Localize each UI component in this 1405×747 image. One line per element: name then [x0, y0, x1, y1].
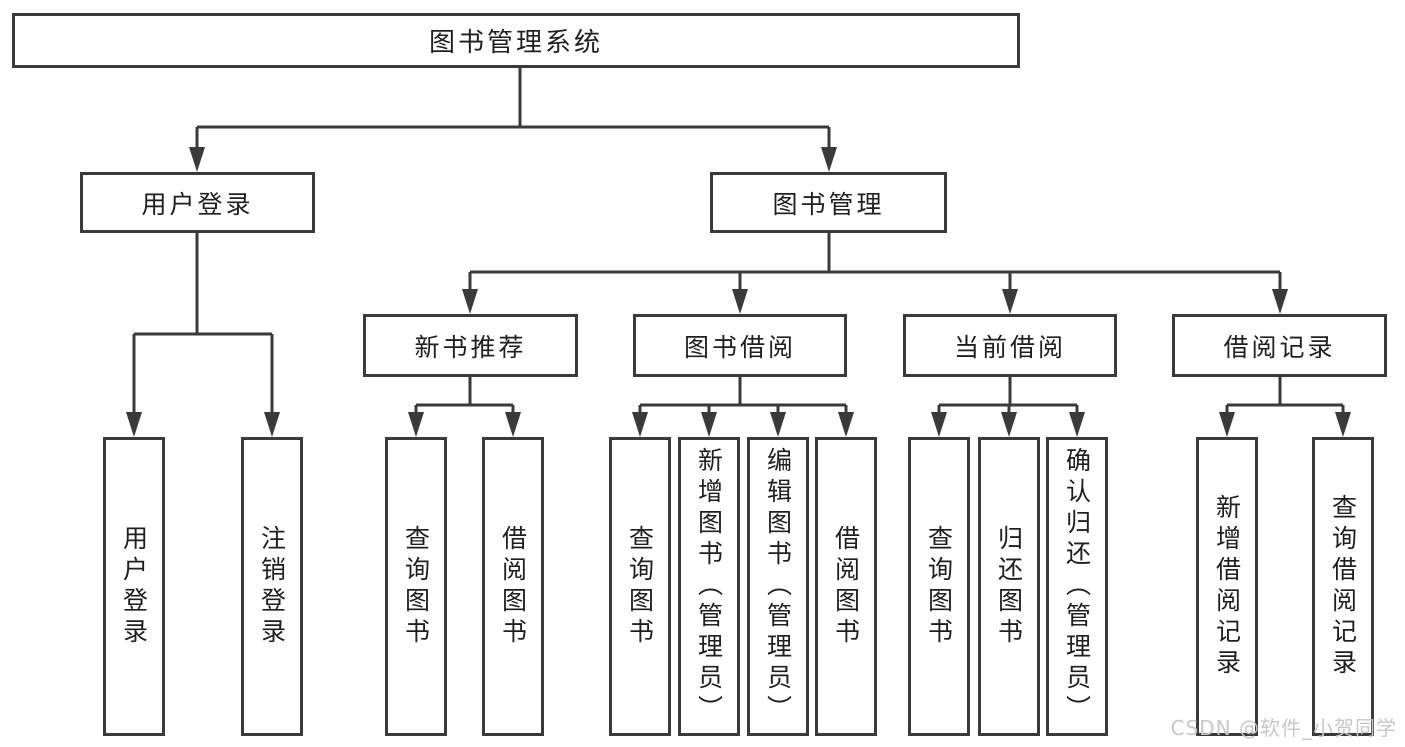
leaf-label: 借阅图书: [498, 524, 528, 649]
connector-new-book-branch: [408, 377, 521, 437]
node-book-management: 图书管理: [710, 172, 947, 233]
arrowhead: [732, 289, 748, 314]
leaf-user-login: 用户登录: [103, 437, 165, 736]
arrowhead: [1069, 412, 1085, 437]
arrowhead: [632, 412, 648, 437]
leaf-label: 确认归还（管理员）: [1062, 447, 1092, 726]
leaf-label: 编辑图书（管理员）: [763, 447, 793, 726]
connector-user-login-branch: [126, 233, 280, 437]
leaf-query-borrow-record: 查询借阅记录: [1312, 437, 1374, 736]
node-current-borrowing: 当前借阅: [903, 314, 1117, 377]
arrowhead: [770, 412, 786, 437]
arrowhead: [505, 412, 521, 437]
leaf-logout: 注销登录: [241, 437, 303, 736]
connector-current-borrow-branch: [931, 377, 1085, 437]
leaf-label: 借阅图书: [831, 524, 861, 649]
node-library-management-system: 图书管理系统: [12, 13, 1020, 68]
leaf-label: 查询图书: [401, 524, 431, 649]
leaf-query-books-current: 查询图书: [908, 437, 970, 736]
arrowhead: [931, 412, 947, 437]
leaf-label: 归还图书: [994, 524, 1024, 649]
connector-book-borrow-branch: [632, 377, 854, 437]
arrowhead: [701, 412, 717, 437]
arrowhead: [838, 412, 854, 437]
connector-borrow-record-branch: [1219, 377, 1351, 437]
connector-book-management-to-level3: [462, 233, 1288, 314]
leaf-confirm-return-admin: 确认归还（管理员）: [1046, 437, 1108, 736]
arrowhead: [264, 412, 280, 437]
leaf-label: 用户登录: [119, 524, 149, 649]
arrowhead: [1002, 289, 1018, 314]
arrowhead: [189, 147, 205, 172]
leaf-label: 查询图书: [625, 524, 655, 649]
leaf-edit-books-admin: 编辑图书（管理员）: [747, 437, 809, 736]
leaf-query-books-recommend: 查询图书: [385, 437, 447, 736]
leaf-label: 查询图书: [924, 524, 954, 649]
csdn-watermark: CSDN @软件_小贺同学: [1170, 716, 1397, 740]
leaf-add-borrow-record: 新增借阅记录: [1196, 437, 1258, 736]
leaf-borrow-books: 借阅图书: [815, 437, 877, 736]
leaf-label: 新增借阅记录: [1212, 493, 1242, 680]
leaf-label: 新增图书（管理员）: [694, 447, 724, 726]
leaf-return-books: 归还图书: [978, 437, 1040, 736]
arrowhead: [1219, 412, 1235, 437]
leaf-label: 注销登录: [257, 524, 287, 649]
leaf-borrow-books-recommend: 借阅图书: [482, 437, 544, 736]
arrowhead: [1272, 289, 1288, 314]
node-user-login: 用户登录: [80, 172, 315, 233]
leaf-add-books-admin: 新增图书（管理员）: [678, 437, 740, 736]
arrowhead: [462, 289, 478, 314]
leaf-query-books-borrow: 查询图书: [609, 437, 671, 736]
arrowhead: [126, 412, 142, 437]
arrowhead: [408, 412, 424, 437]
arrowhead: [1335, 412, 1351, 437]
node-borrowing-records: 借阅记录: [1172, 314, 1387, 377]
node-book-borrowing: 图书借阅: [633, 314, 847, 377]
connector-root-to-level2: [189, 68, 837, 172]
node-new-book-recommendation: 新书推荐: [363, 314, 578, 377]
arrowhead: [821, 147, 837, 172]
arrowhead: [1001, 412, 1017, 437]
leaf-label: 查询借阅记录: [1328, 493, 1358, 680]
